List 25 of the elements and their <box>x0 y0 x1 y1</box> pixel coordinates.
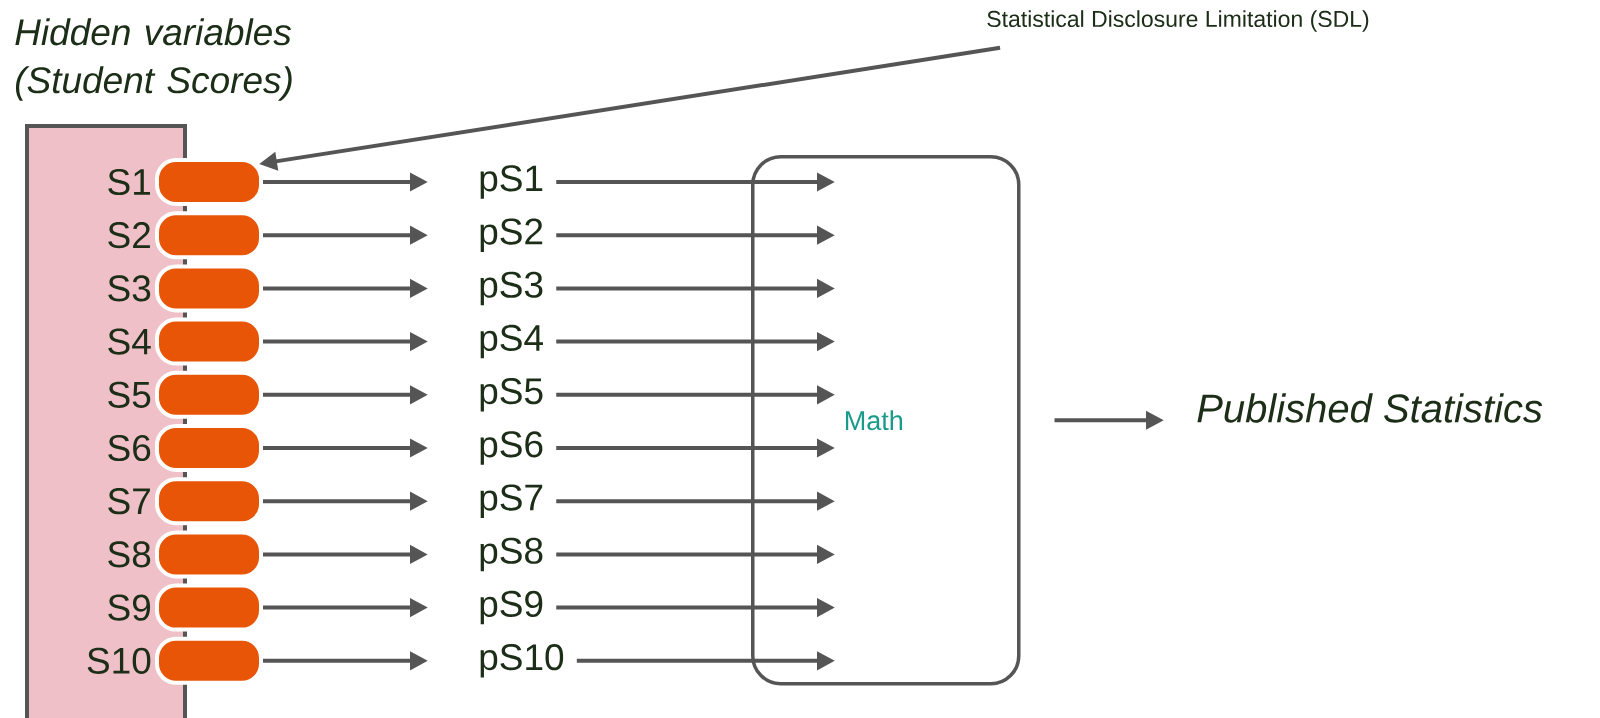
value-label: pS3 <box>480 271 543 306</box>
pill-shape <box>155 636 263 685</box>
result-text: Published Statistics <box>1197 393 1543 423</box>
score-label: S10 <box>87 647 151 674</box>
value-label: pS6 <box>480 431 543 465</box>
value-label: pS8 <box>480 537 543 572</box>
value-label: pS10 <box>480 644 564 678</box>
score-label: S3 <box>108 275 151 302</box>
score-label: S5 <box>108 381 151 408</box>
score-label: S1 <box>108 168 150 196</box>
score-label: S7 <box>108 488 150 515</box>
score-label: S8 <box>108 541 151 568</box>
value-label: pS7 <box>480 484 543 518</box>
score-label: S2 <box>108 222 150 249</box>
score-label: S4 <box>108 328 151 355</box>
score-label: S6 <box>108 434 151 462</box>
value-label: pS5 <box>480 378 543 412</box>
callout-text: Statistical Disclosure Limitation (SDL) <box>987 10 1369 32</box>
value-label: pS9 <box>480 590 543 625</box>
value-label: pS2 <box>480 218 543 252</box>
math-box: Math <box>751 155 1021 686</box>
value-label: pS1 <box>480 165 543 199</box>
value-label: pS4 <box>480 324 543 359</box>
panel-heading: Hidden variables (Student Scores) <box>15 18 292 101</box>
score-label: S9 <box>108 594 151 621</box>
